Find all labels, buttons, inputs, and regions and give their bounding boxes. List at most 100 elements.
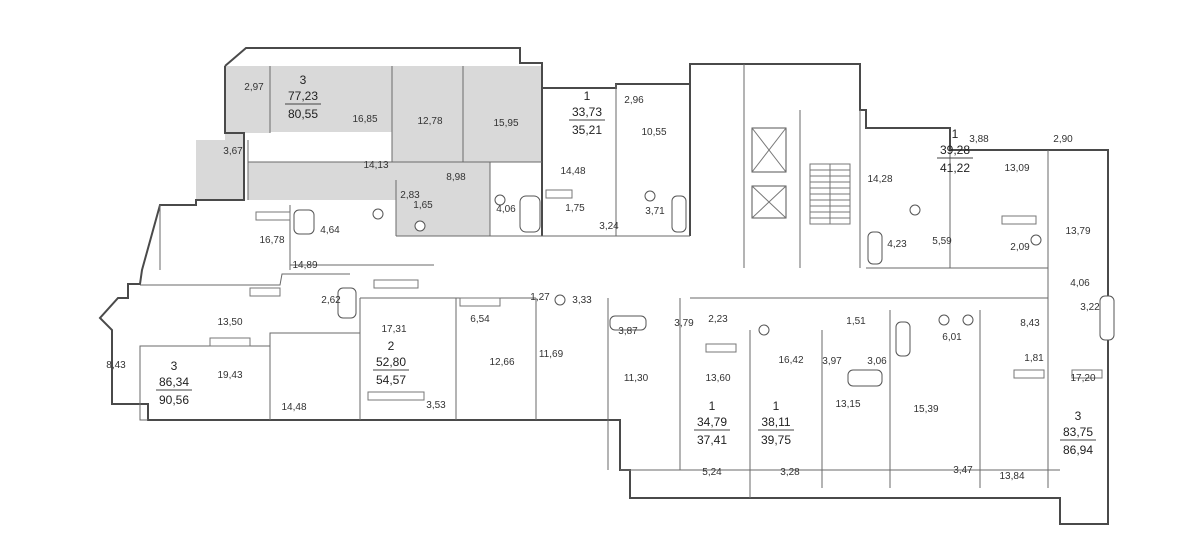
room-area-label: 16,42: [778, 355, 803, 366]
interior-walls: [140, 64, 1060, 498]
apartment-total: 54,57: [376, 373, 406, 387]
apartment-labels: 3 77,23 80,55 1 33,73 35,21 1 39,28 41,22 3 86,34 9…: [156, 73, 1096, 457]
stair-elevator-core: [751, 127, 851, 225]
room-area-label: 5,59: [932, 236, 952, 247]
radiators: [209, 189, 1103, 401]
apartment-label: 1 34,79 37,41: [694, 399, 730, 447]
room-area-label: 17,31: [381, 324, 406, 335]
room-area-label: 14,89: [292, 260, 317, 271]
apartment-total: 86,94: [1063, 443, 1093, 457]
room-area-label: 14,13: [363, 160, 388, 171]
apartment-total: 37,41: [697, 433, 727, 447]
room-area-label: 4,06: [1070, 278, 1090, 289]
room-area-label: 14,28: [867, 174, 892, 185]
bathroom-fixtures: [293, 190, 1115, 387]
room-area-label: 3,53: [426, 400, 446, 411]
room-area-label: 11,69: [539, 349, 564, 360]
apartment-area: 83,75: [1063, 425, 1093, 439]
room-area-label: 3,47: [953, 465, 973, 476]
room-area-label: 3,71: [645, 206, 665, 217]
room-area-label: 10,55: [641, 127, 666, 138]
apartment-rooms: 1: [709, 399, 716, 413]
room-area-label: 13,79: [1065, 226, 1090, 237]
room-area-label: 1,65: [413, 200, 433, 211]
room-area-label: 8,43: [1020, 318, 1040, 329]
apartment-rooms: 1: [584, 89, 591, 103]
apartment-area: 38,11: [761, 415, 790, 429]
room-area-label: 3,87: [618, 326, 638, 337]
room-area-label: 13,84: [999, 471, 1024, 482]
apartment-rooms: 3: [171, 359, 178, 373]
room-area-label: 2,90: [1053, 134, 1073, 145]
apartment-total: 90,56: [159, 393, 189, 407]
room-area-label: 12,66: [489, 357, 514, 368]
apartment-area: 34,79: [697, 415, 727, 429]
apartment-area: 52,80: [376, 355, 406, 369]
room-area-label: 1,75: [565, 203, 585, 214]
room-area-label: 13,09: [1004, 163, 1029, 174]
room-area-label: 13,15: [835, 399, 860, 410]
stairs: [809, 163, 851, 225]
room-area-label: 2,83: [400, 190, 420, 201]
room-area-label: 13,60: [705, 373, 730, 384]
room-area-label: 19,43: [217, 370, 242, 381]
room-area-label: 5,24: [702, 467, 722, 478]
apartment-label: 3 77,23 80,55: [285, 73, 321, 121]
room-area-label: 17,20: [1070, 373, 1095, 384]
apartment-rooms: 1: [773, 399, 780, 413]
room-area-label: 2,09: [1010, 242, 1030, 253]
room-area-label: 14,48: [560, 166, 585, 177]
room-area-label: 8,43: [106, 360, 126, 371]
apartment-label: 2 52,80 54,57: [373, 339, 409, 387]
apartment-rooms: 1: [952, 127, 959, 141]
room-area-label: 1,51: [846, 316, 866, 327]
room-area-label: 4,64: [320, 225, 340, 236]
room-area-label: 2,23: [708, 314, 728, 325]
room-area-label: 4,23: [887, 239, 907, 250]
apartment-area: 86,34: [159, 375, 189, 389]
apartment-label: 3 83,75 86,94: [1060, 409, 1096, 457]
apartment-total: 80,55: [288, 107, 318, 121]
room-area-label: 3,24: [599, 221, 619, 232]
room-area-label: 6,54: [470, 314, 490, 325]
room-area-label: 1,81: [1024, 353, 1044, 364]
room-area-label: 4,06: [496, 204, 516, 215]
room-area-label: 16,85: [352, 114, 377, 125]
room-area-label: 13,50: [217, 317, 242, 328]
apartment-label: 1 38,11 39,75: [758, 399, 794, 447]
apartment-rooms: 3: [1075, 409, 1082, 423]
room-area-label: 2,96: [624, 95, 644, 106]
room-area-label: 11,30: [624, 373, 649, 384]
room-area-label: 8,98: [446, 172, 466, 183]
room-area-label: 3,06: [867, 356, 887, 367]
highlighted-apartment: [196, 66, 542, 236]
room-area-label: 6,01: [942, 332, 962, 343]
room-area-label: 2,62: [321, 295, 341, 306]
apartment-label: 1 39,28 41,22: [937, 127, 973, 175]
room-area-label: 3,33: [572, 295, 592, 306]
room-area-label: 3,88: [969, 134, 989, 145]
room-area-label: 3,97: [822, 356, 842, 367]
apartment-rooms: 3: [300, 73, 307, 87]
room-area-label: 12,78: [417, 116, 442, 127]
room-area-label: 1,27: [530, 292, 550, 303]
apartment-label: 3 86,34 90,56: [156, 359, 192, 407]
apartment-total: 39,75: [761, 433, 791, 447]
room-area-label: 14,48: [281, 402, 306, 413]
apartment-area: 77,23: [288, 89, 318, 103]
room-area-label: 3,22: [1080, 302, 1100, 313]
apartment-total: 41,22: [940, 161, 970, 175]
apartment-total: 35,21: [572, 123, 602, 137]
room-area-label: 15,95: [493, 118, 518, 129]
apartment-area: 33,73: [572, 105, 602, 119]
room-area-label: 3,79: [674, 318, 694, 329]
room-area-label: 3,28: [780, 467, 800, 478]
room-area-label: 3,67: [223, 146, 243, 157]
apartment-area: 39,28: [940, 143, 970, 157]
room-area-label: 15,39: [913, 404, 938, 415]
room-area-label: 16,78: [259, 235, 284, 246]
apartment-rooms: 2: [388, 339, 395, 353]
apartment-label: 1 33,73 35,21: [569, 89, 605, 137]
